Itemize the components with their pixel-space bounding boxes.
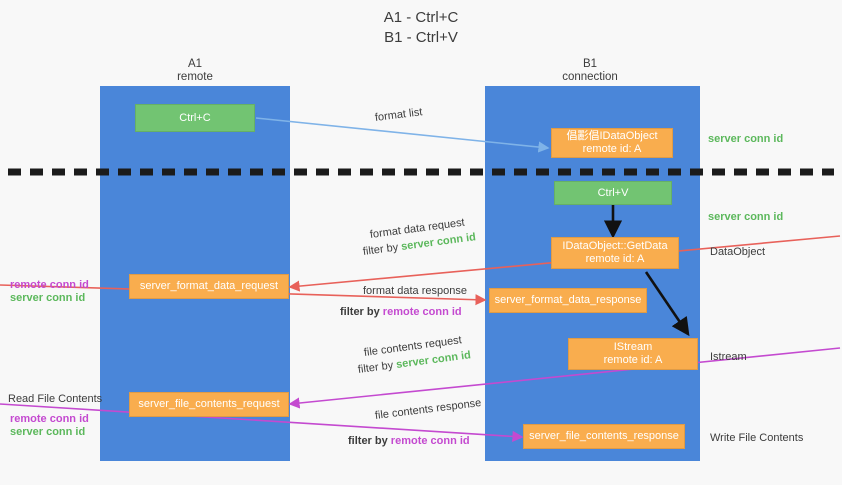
side-label-read-file-contents: Read File Contents [8,393,103,405]
side-label-server-conn-id-lower: server conn id [10,426,86,438]
format-data-response-text: format data response [363,285,467,297]
column-b1-sub: connection [562,71,618,83]
title-line-2: B1 - Ctrl+V [384,29,458,46]
side-label-remote-conn-id-lower: remote conn id [10,413,89,425]
node-ctrl-v-label: Ctrl+V [597,186,629,199]
node-idataobject-top[interactable]: 倡彲倡IDataObject remote id: A [551,128,673,158]
side-label-server-conn-id-top: server conn id [708,133,784,145]
node-server-format-data-request-label: server_format_data_request [139,280,279,292]
node-getdata-line2: remote id: A [585,253,645,265]
side-label-server-conn-id-upper: server conn id [10,292,86,304]
file-contents-response-text: file contents response [374,397,482,422]
side-label-write-file-contents: Write File Contents [710,432,804,444]
node-istream-line2: remote id: A [603,354,663,366]
node-server-format-data-response-label: server_format_data_response [494,294,642,306]
edge-label-filter-file-contents-response: filter by remote conn id [348,434,470,448]
diagram-title: A1 - Ctrl+C B1 - Ctrl+V [0,8,842,48]
column-header-b1: B1 connection [510,58,670,84]
node-ctrl-c[interactable]: Ctrl+C [135,104,255,132]
node-getdata-line1: IDataObject::GetData [562,240,668,252]
column-header-a1: A1 remote [120,58,270,84]
node-server-file-contents-request-label: server_file_contents_request [138,398,280,410]
node-idataobject-getdata[interactable]: IDataObject::GetData remote id: A [551,237,679,269]
edge-label-file-contents-response: file contents response [374,396,482,423]
filter-by-text-3: filter by [357,359,397,376]
side-label-dataobject: DataObject [710,246,766,258]
node-ctrl-v[interactable]: Ctrl+V [554,181,672,205]
column-a1-name: A1 [187,58,203,70]
node-server-format-data-request[interactable]: server_format_data_request [129,274,289,299]
side-label-server-conn-id-mid: server conn id [708,211,784,223]
edge-label-format-data-response: format data response [363,284,467,298]
remote-conn-id-text-2: remote conn id [390,435,470,447]
remote-conn-id-text-1: remote conn id [382,306,462,318]
node-server-file-contents-request[interactable]: server_file_contents_request [129,392,289,417]
node-istream-line1: IStream [613,341,653,353]
node-server-file-contents-response-label: server_file_contents_response [529,430,679,442]
node-server-format-data-response[interactable]: server_format_data_response [489,288,647,313]
node-istream[interactable]: IStream remote id: A [568,338,698,370]
title-line-1: A1 - Ctrl+C [383,9,459,26]
edge-label-format-list: format list [374,105,423,125]
node-idataobject-top-line1: 倡彲倡IDataObject [566,130,658,142]
filter-by-text-1: filter by [362,241,402,258]
node-server-file-contents-response[interactable]: server_file_contents_response [523,424,685,449]
column-b1-name: B1 [582,58,598,70]
side-label-remote-conn-id-upper: remote conn id [10,279,89,291]
format-list-text: format list [374,106,424,124]
filter-by-text-4: filter by [348,435,391,447]
edge-label-filter-format-data-response: filter by remote conn id [340,305,462,319]
filter-by-text-2: filter by [340,306,383,318]
node-ctrl-c-label: Ctrl+C [179,111,211,124]
side-label-istream: Istream [710,351,747,363]
column-a1-sub: remote [177,71,213,83]
node-idataobject-top-line2: remote id: A [582,143,642,155]
